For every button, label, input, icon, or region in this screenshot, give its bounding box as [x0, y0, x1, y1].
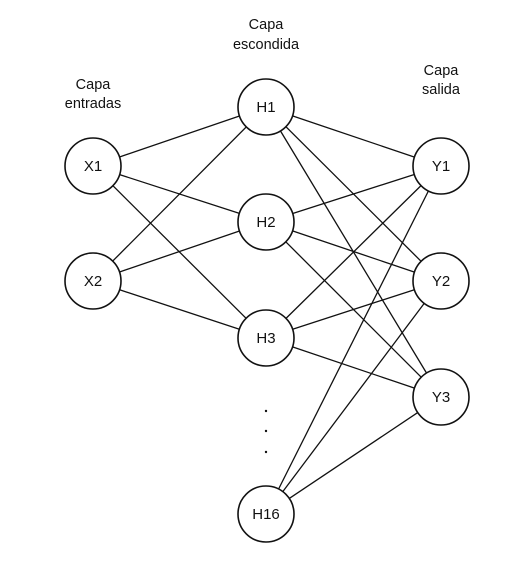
edge-x1-h1 [119, 115, 240, 158]
node-y3: Y3 [412, 368, 470, 426]
input-layer-title-line2: entradas [65, 96, 121, 112]
node-y2-label: Y2 [432, 273, 450, 290]
output-layer-title-line1: Capa [424, 63, 460, 79]
connections [112, 115, 429, 499]
node-h1-label: H1 [256, 99, 275, 116]
edge-x2-h3 [119, 289, 240, 330]
node-h1: H1 [237, 78, 295, 136]
edge-h2-y1 [292, 173, 415, 215]
node-x2-label: X2 [84, 273, 102, 290]
ellipsis-dots [264, 409, 268, 454]
node-x1: X1 [64, 137, 122, 195]
edge-h3-y2 [292, 289, 415, 330]
hidden-layer-title-line2: escondida [233, 37, 300, 53]
node-h2: H2 [237, 193, 295, 251]
edge-x2-h1 [112, 126, 247, 262]
node-h3: H3 [237, 309, 295, 367]
edge-h3-y3 [292, 346, 415, 389]
node-y1: Y1 [412, 137, 470, 195]
edge-h16-y1 [278, 190, 429, 490]
node-y2: Y2 [412, 252, 470, 310]
hidden-layer-title-line1: Capa [249, 17, 285, 33]
edge-x2-h2 [119, 230, 240, 273]
input-layer-title-line1: Capa [76, 77, 112, 93]
edge-h16-y2 [282, 303, 425, 492]
node-x1-label: X1 [84, 158, 102, 175]
node-y3-label: Y3 [432, 389, 450, 406]
edge-h3-y1 [285, 185, 422, 319]
output-layer-title-line2: salida [422, 82, 461, 98]
node-h3-label: H3 [256, 330, 275, 347]
node-h2-label: H2 [256, 214, 275, 231]
node-h16-label: H16 [252, 506, 280, 523]
edge-h16-y3 [288, 412, 419, 499]
node-h16: H16 [237, 485, 295, 543]
node-y1-label: Y1 [432, 158, 450, 175]
node-x2: X2 [64, 252, 122, 310]
edge-h1-y1 [292, 115, 415, 158]
